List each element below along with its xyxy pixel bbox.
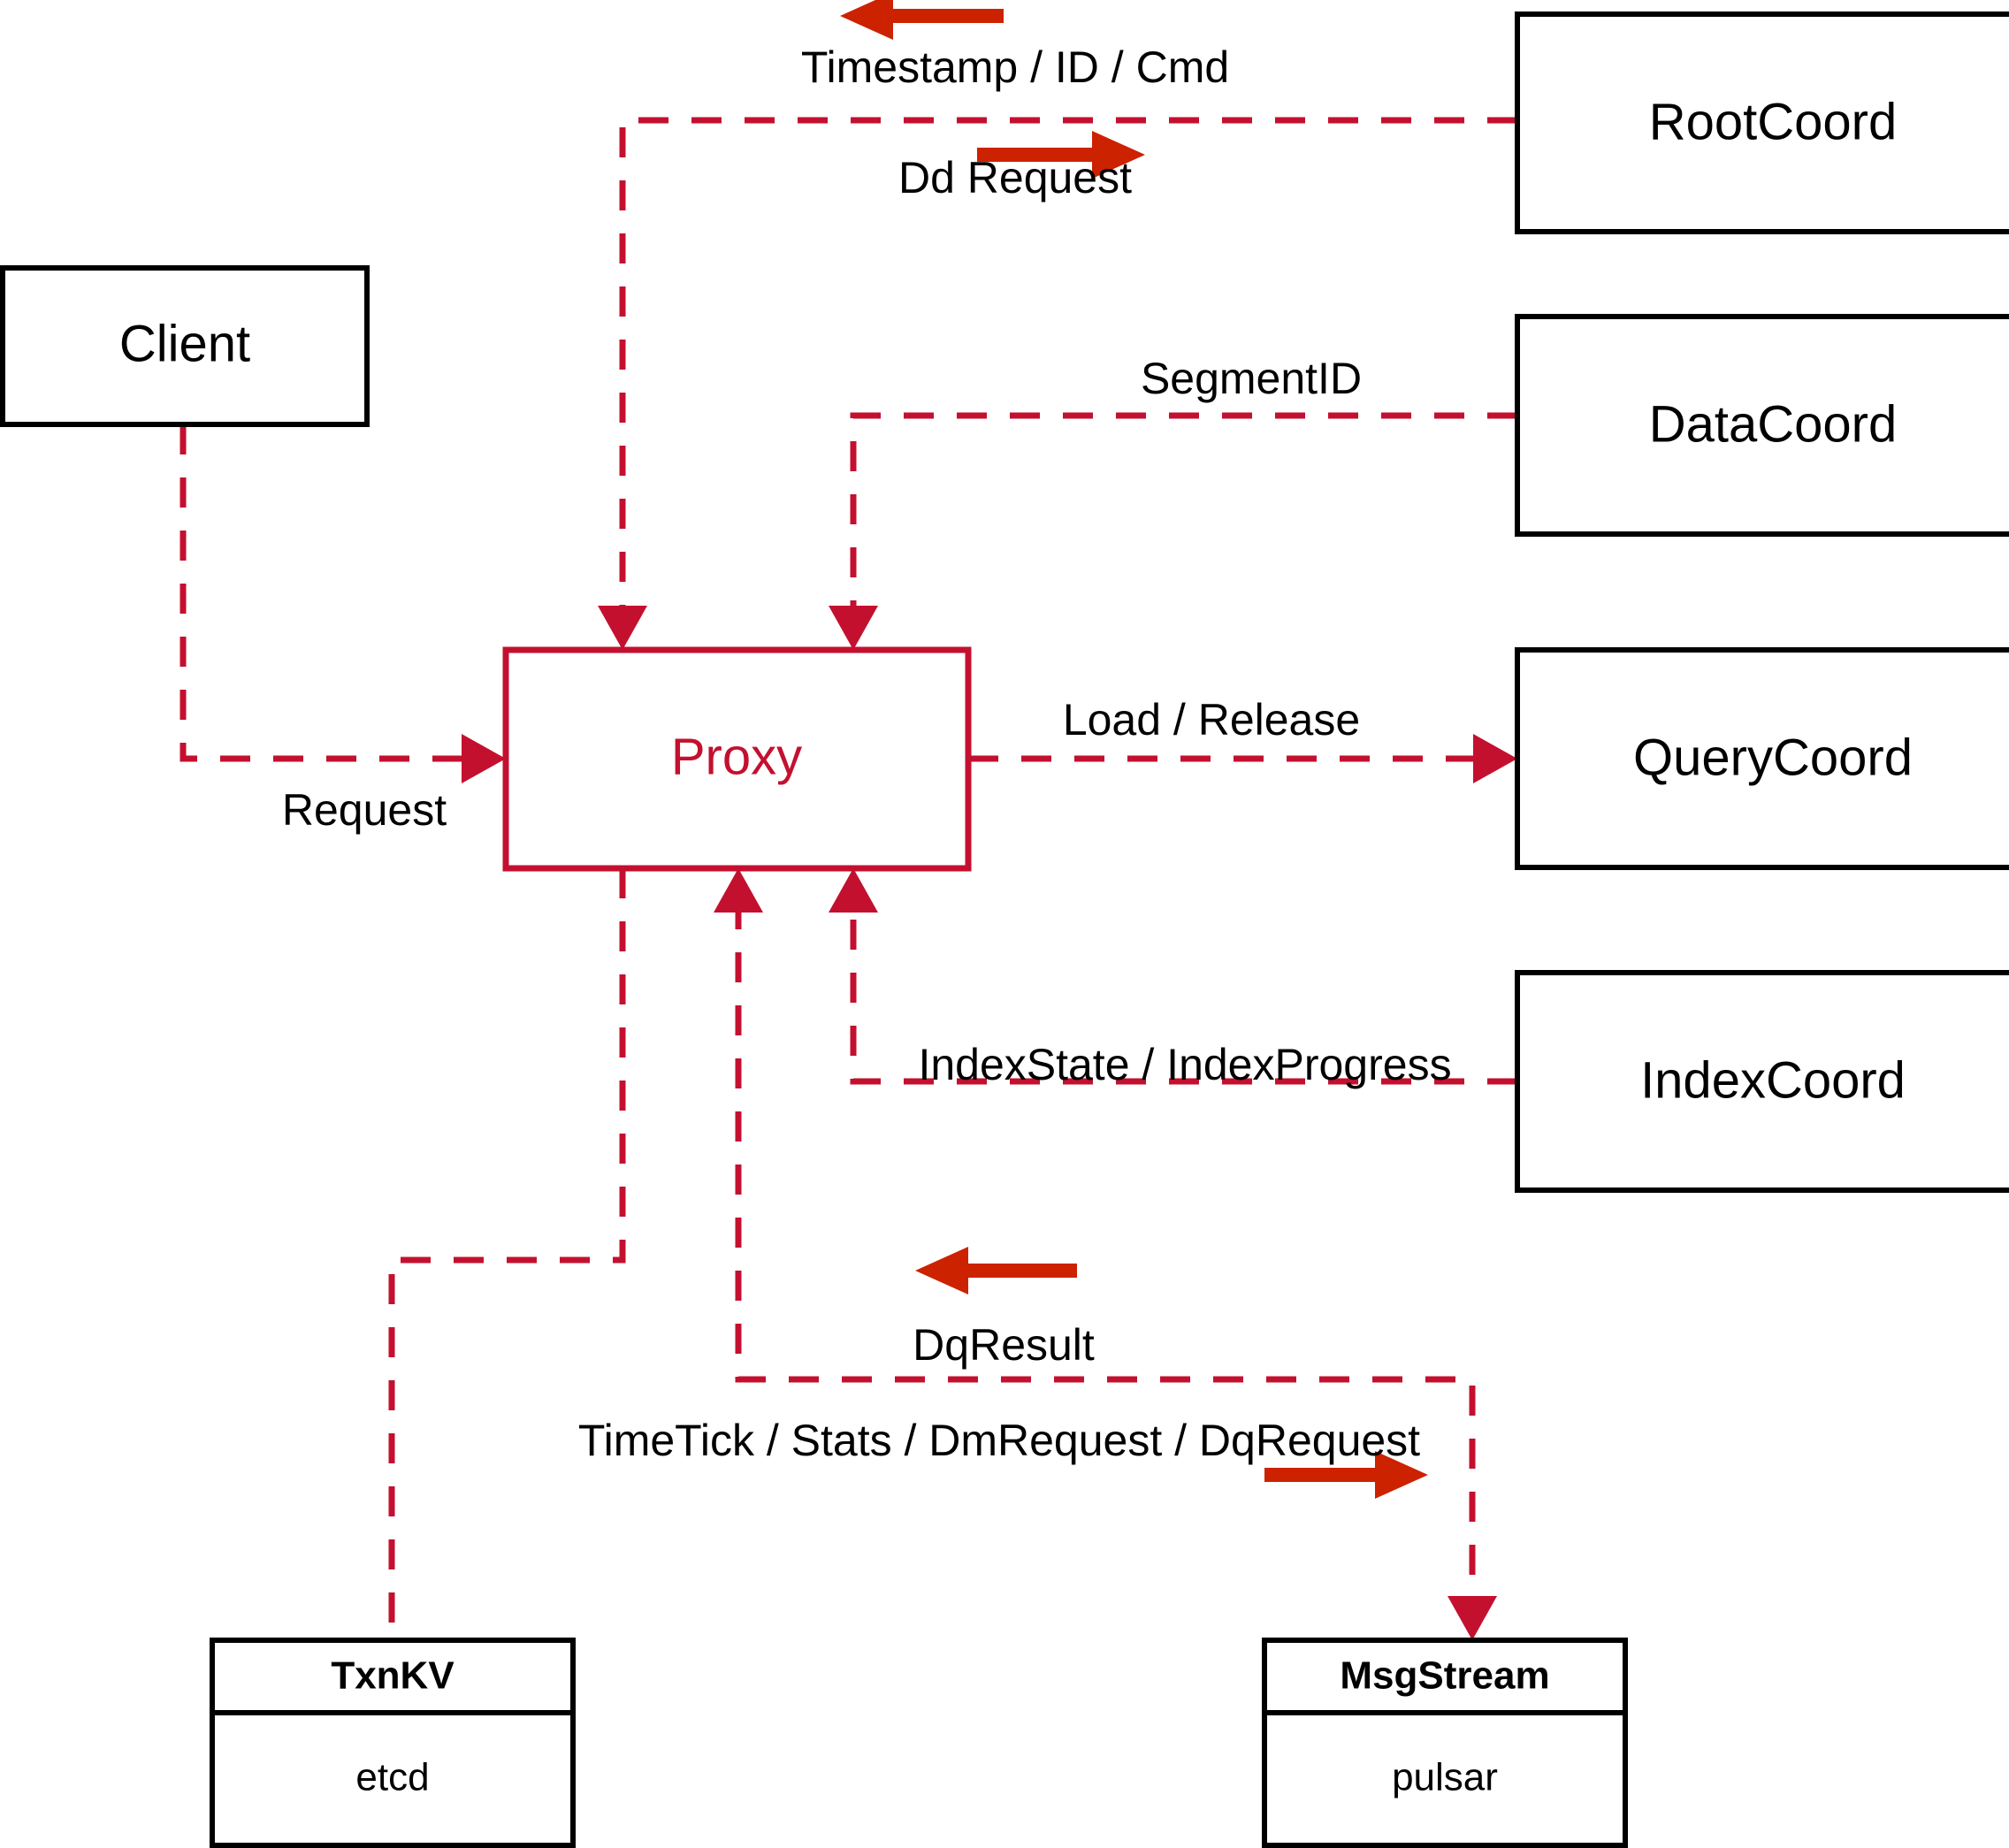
edge-segmentid-path <box>850 412 1517 619</box>
edge-request-arrowhead <box>462 734 506 783</box>
direction-arrow-timestamp-head <box>840 0 893 40</box>
node-msgstream-body: pulsar <box>1392 1756 1498 1799</box>
node-client-rect[interactable] <box>0 265 370 427</box>
edge-timetick-stats-dm-dq <box>714 868 1497 1640</box>
edge-msgstream-arrowhead <box>1448 1596 1497 1640</box>
node-data-coord[interactable]: DataCoord <box>1515 314 2009 537</box>
node-data-coord-rect[interactable] <box>1515 314 2009 537</box>
edge-label-segment-id: SegmentID <box>1141 354 1362 403</box>
node-txnkv[interactable]: TxnKV etcd <box>210 1638 576 1848</box>
node-proxy[interactable]: Proxy <box>502 646 972 872</box>
direction-arrow-timestamp-left <box>840 0 1004 40</box>
node-root-coord[interactable]: RootCoord <box>1515 11 2009 234</box>
edge-indexstate-arrowhead <box>829 868 878 913</box>
edge-timestamp-arrowhead <box>598 606 647 650</box>
node-data-coord-label: DataCoord <box>1649 395 1897 453</box>
edge-label-dd-request: Dd Request <box>898 153 1132 202</box>
node-index-coord[interactable]: IndexCoord <box>1515 970 2009 1193</box>
direction-arrow-dd-request-right <box>977 131 1145 179</box>
node-proxy-rect[interactable] <box>502 646 972 872</box>
node-client[interactable]: Client <box>0 265 370 427</box>
node-index-coord-rect[interactable] <box>1515 970 2009 1193</box>
edge-indexstate-path <box>850 899 1517 1085</box>
edge-label-timetick-stats-dm-dq: TimeTick / Stats / DmRequest / DqRequest <box>578 1416 1420 1465</box>
edge-request-path <box>180 424 475 762</box>
edge-load-release <box>968 734 1517 783</box>
edge-label-index-state-progress: IndexState / IndexProgress <box>918 1040 1451 1089</box>
direction-arrow-timetick-right <box>1264 1451 1428 1499</box>
direction-arrow-timetick-head <box>1375 1451 1428 1499</box>
node-client-label: Client <box>119 315 250 372</box>
edge-txnkv-path <box>388 868 626 1640</box>
node-msgstream[interactable]: MsgStream pulsar <box>1262 1638 1628 1848</box>
edge-label-timestamp-id-cmd: Timestamp / ID / Cmd <box>801 42 1229 92</box>
edge-label-request: Request <box>282 785 447 835</box>
node-msgstream-title: MsgStream <box>1340 1654 1549 1698</box>
edge-segmentid-arrowhead <box>829 606 878 650</box>
edge-dqresult-arrowhead <box>714 868 763 913</box>
node-proxy-label: Proxy <box>671 728 802 785</box>
edge-msgstream-path <box>735 899 1476 1609</box>
node-root-coord-label: RootCoord <box>1649 93 1897 150</box>
direction-arrow-dd-head <box>1092 131 1145 179</box>
node-txnkv-body: etcd <box>355 1756 429 1799</box>
edge-request <box>180 424 506 783</box>
node-query-coord-label: QueryCoord <box>1633 729 1913 786</box>
node-root-coord-rect[interactable] <box>1515 11 2009 234</box>
node-query-coord[interactable]: QueryCoord <box>1515 647 2009 870</box>
edge-timestamp-id-cmd <box>598 117 1517 650</box>
direction-arrow-dqresult-left <box>915 1247 1077 1294</box>
node-msgstream-rect[interactable] <box>1262 1638 1628 1848</box>
edge-proxy-txnkv <box>388 868 626 1640</box>
node-txnkv-title: TxnKV <box>331 1654 455 1698</box>
edge-label-load-release: Load / Release <box>1063 695 1360 745</box>
edge-label-dq-result: DqResult <box>913 1320 1095 1370</box>
edge-index-state-progress <box>829 868 1517 1085</box>
direction-arrow-dqresult-head <box>915 1247 968 1294</box>
edge-loadrelease-arrowhead <box>1473 734 1517 783</box>
node-index-coord-label: IndexCoord <box>1640 1051 1906 1109</box>
node-query-coord-rect[interactable] <box>1515 647 2009 870</box>
edge-timestamp-path <box>619 117 1517 619</box>
edge-segment-id <box>829 412 1517 650</box>
node-txnkv-rect[interactable] <box>210 1638 576 1848</box>
